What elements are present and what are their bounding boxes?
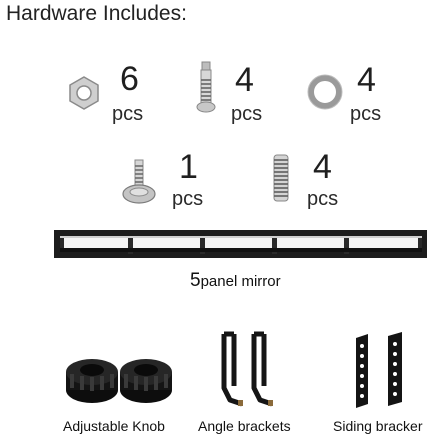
angle-bracket-label: Angle brackets — [198, 418, 291, 434]
hex-nut-icon — [69, 76, 99, 110]
threaded-stud-unit: pcs — [307, 188, 339, 210]
threaded-stud-count: 4 — [313, 148, 332, 186]
siding-bracket-icon — [356, 332, 402, 408]
bolt-icon — [196, 61, 216, 113]
mirror-caption: 5panel mirror — [190, 270, 281, 292]
adjustable-knob-icon — [66, 359, 172, 403]
knob-screw-icon — [122, 159, 156, 204]
angle-bracket-icon — [221, 331, 273, 407]
knob-screw-count: 1 — [179, 148, 198, 186]
hex-nut-count: 6 — [120, 60, 139, 98]
hex-nut-unit: pcs — [112, 103, 144, 125]
mirror-label: panel mirror — [200, 273, 281, 290]
adjustable-knob-label: Adjustable Knob — [63, 418, 165, 434]
bolt-count: 4 — [235, 61, 254, 99]
washer-unit: pcs — [350, 103, 382, 125]
knob-screw-unit: pcs — [172, 188, 204, 210]
mirror-panel-count: 5 — [190, 270, 201, 291]
siding-bracket-label: Siding bracker — [333, 418, 423, 434]
bolt-unit: pcs — [231, 103, 263, 125]
five-panel-mirror-icon — [54, 230, 427, 258]
washer-icon — [307, 74, 343, 110]
page-title: Hardware Includes: — [6, 2, 187, 25]
washer-count: 4 — [357, 61, 376, 99]
threaded-stud-icon — [273, 154, 289, 202]
